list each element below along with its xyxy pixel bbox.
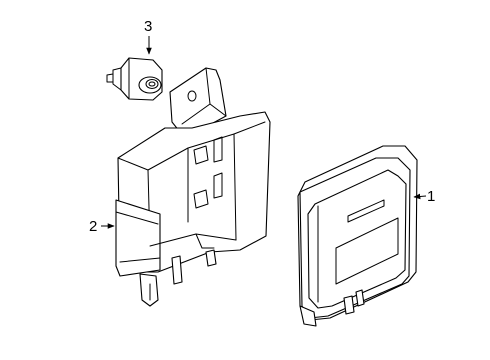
part-2-bracket — [115, 67, 271, 307]
callout-3: 3 — [144, 18, 152, 55]
callout-3-number: 3 — [144, 18, 152, 35]
callout-2-number: 2 — [89, 218, 97, 235]
part-1-control-module — [297, 145, 418, 327]
callout-2: 2 — [89, 218, 115, 235]
callout-1: 1 — [413, 188, 435, 205]
part-3-connector — [106, 57, 163, 101]
callout-1-leader — [413, 193, 427, 200]
callout-1-number: 1 — [427, 188, 435, 205]
